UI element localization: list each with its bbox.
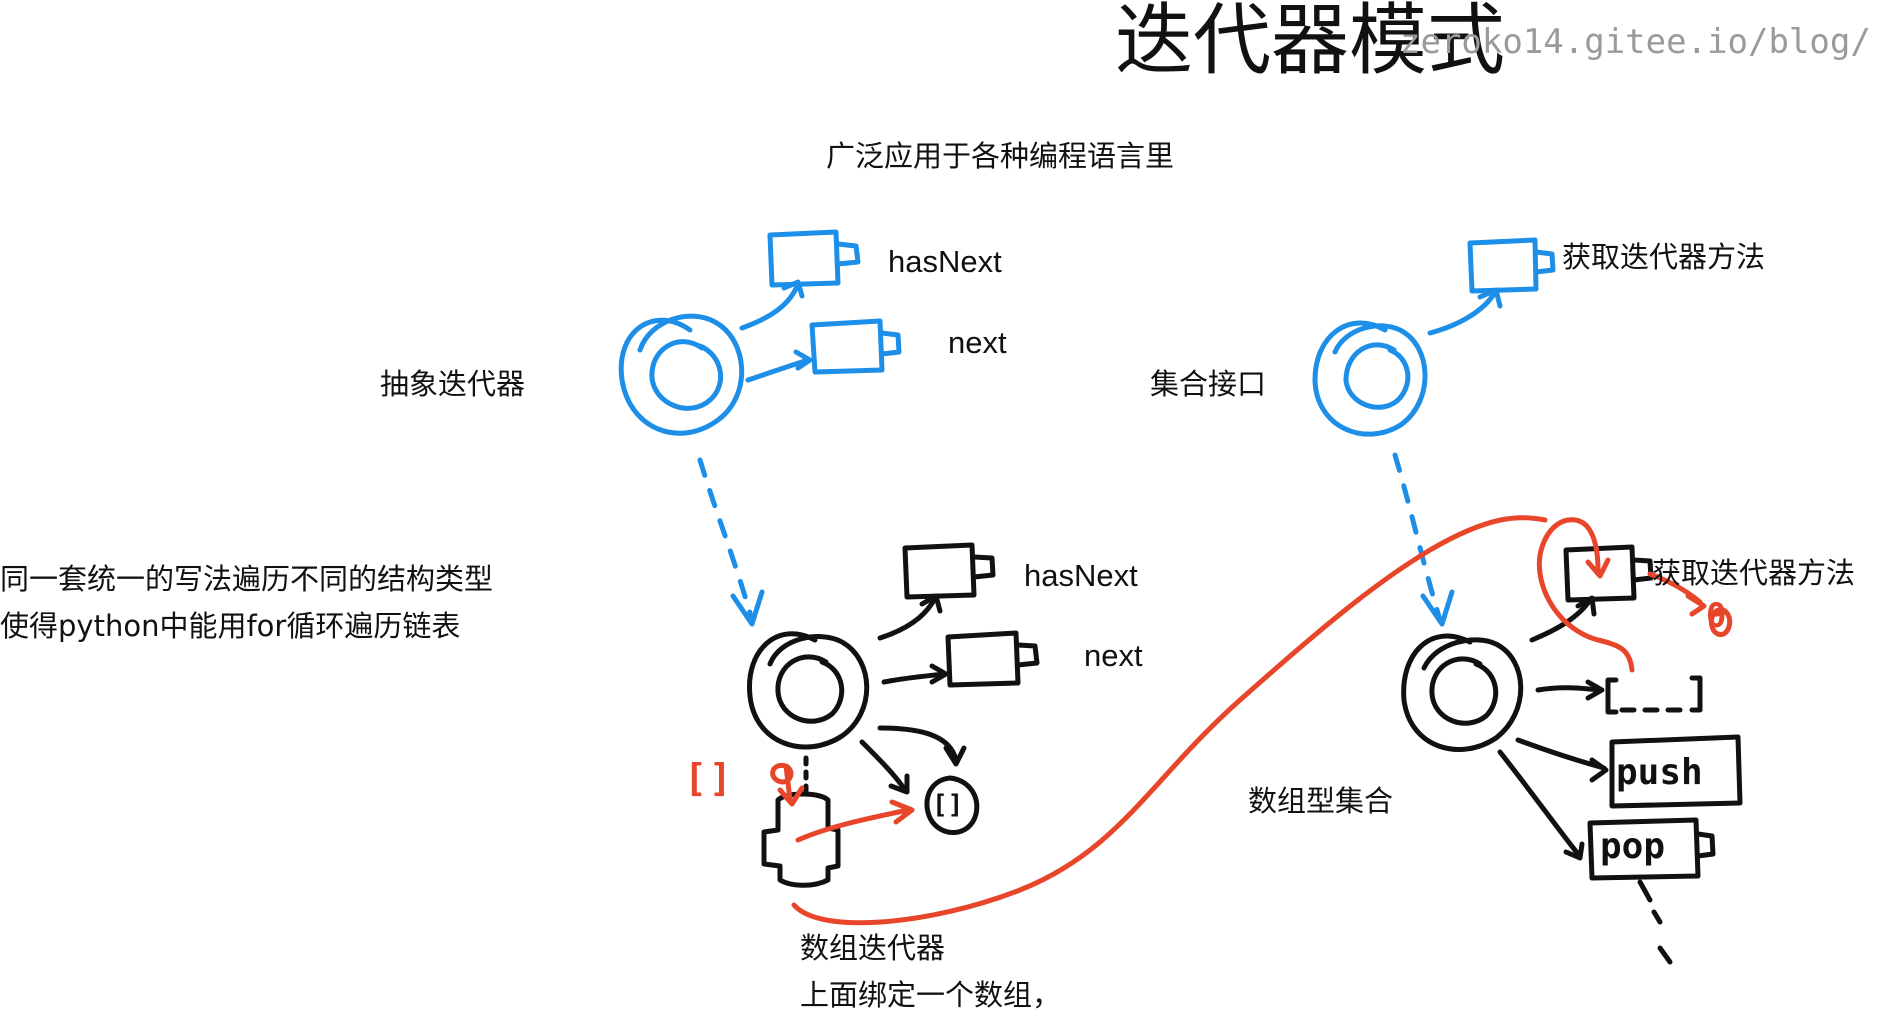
blue-dashed-arrow-right [1392,452,1443,623]
method-label-hasnext-top: hasNext [888,244,1002,279]
blue-dashed-arrow-left [697,457,755,623]
method-label-next-top: next [948,325,1007,360]
array-iterator-label-line-2: 上面绑定一个数组， [800,978,1062,1012]
collection-interface-method-box [1467,237,1556,294]
side-note-line-1: 同一套统一的写法遍历不同的结构类型 [0,562,494,596]
abstract-iterator-method-box-2 [809,318,902,375]
push-box [1609,734,1743,809]
array-iterator-method-box-2 [945,630,1040,688]
collection-interface-label: 集合接口 [1150,367,1267,401]
inner-array-circle [924,775,980,835]
array-collection-label: 数组型集合 [1248,784,1394,818]
push-label: push [1616,752,1703,793]
array-collection-node [1401,633,1524,752]
red-link-curve [791,515,1548,926]
red-index-marks [770,762,915,843]
cursor-shape [761,791,841,888]
abstract-iterator-label: 抽象迭代器 [380,367,526,401]
pop-box [1587,817,1716,881]
abstract-iterator-node [618,313,745,436]
array-collection-red-marks [1536,517,1733,673]
array-collection-bracket-box [1605,675,1703,715]
array-collection-method-box [1563,544,1654,603]
method-label-next-bottom: next [1084,638,1143,673]
abstract-iterator-method-box-1 [767,229,861,288]
collection-interface-node [1312,320,1428,437]
pop-label: pop [1600,826,1666,867]
array-iterator-node [747,631,870,750]
side-note-line-2: 使得python中能用for循环遍历链表 [0,609,461,643]
method-label-hasnext-bottom: hasNext [1024,558,1138,593]
array-collection-arrows [1497,595,1673,965]
inner-bracket-mark: [] [932,790,964,820]
array-iterator-arrows [803,593,967,801]
array-iterator-label: 数组迭代器 上面绑定一个数组， [800,925,1061,1019]
subtitle-text: 广泛应用于各种编程语言里 [826,139,1175,173]
array-iterator-method-box-1 [902,542,996,600]
blue-dashed-arrowhead-left [730,589,765,627]
collection-interface-arrow [1427,287,1503,336]
red-zero-mark: 0 [1706,596,1727,636]
blue-dashed-arrowhead-right [1420,589,1455,627]
get-iterator-method-label-top: 获取迭代器方法 [1562,240,1766,274]
blog-watermark: zeroko14.gitee.io/blog/ [1400,22,1871,62]
abstract-iterator-arrows [739,279,813,383]
page-title: 迭代器模式 [1115,0,1506,86]
get-iterator-method-label-bottom: 获取迭代器方法 [1652,556,1856,590]
array-iterator-label-line-1: 数组迭代器 [800,931,946,965]
red-bracket-mark: [] [684,756,734,800]
side-note: 同一套统一的写法遍历不同的结构类型 使得python中能用for循环遍历链表 [0,556,493,650]
